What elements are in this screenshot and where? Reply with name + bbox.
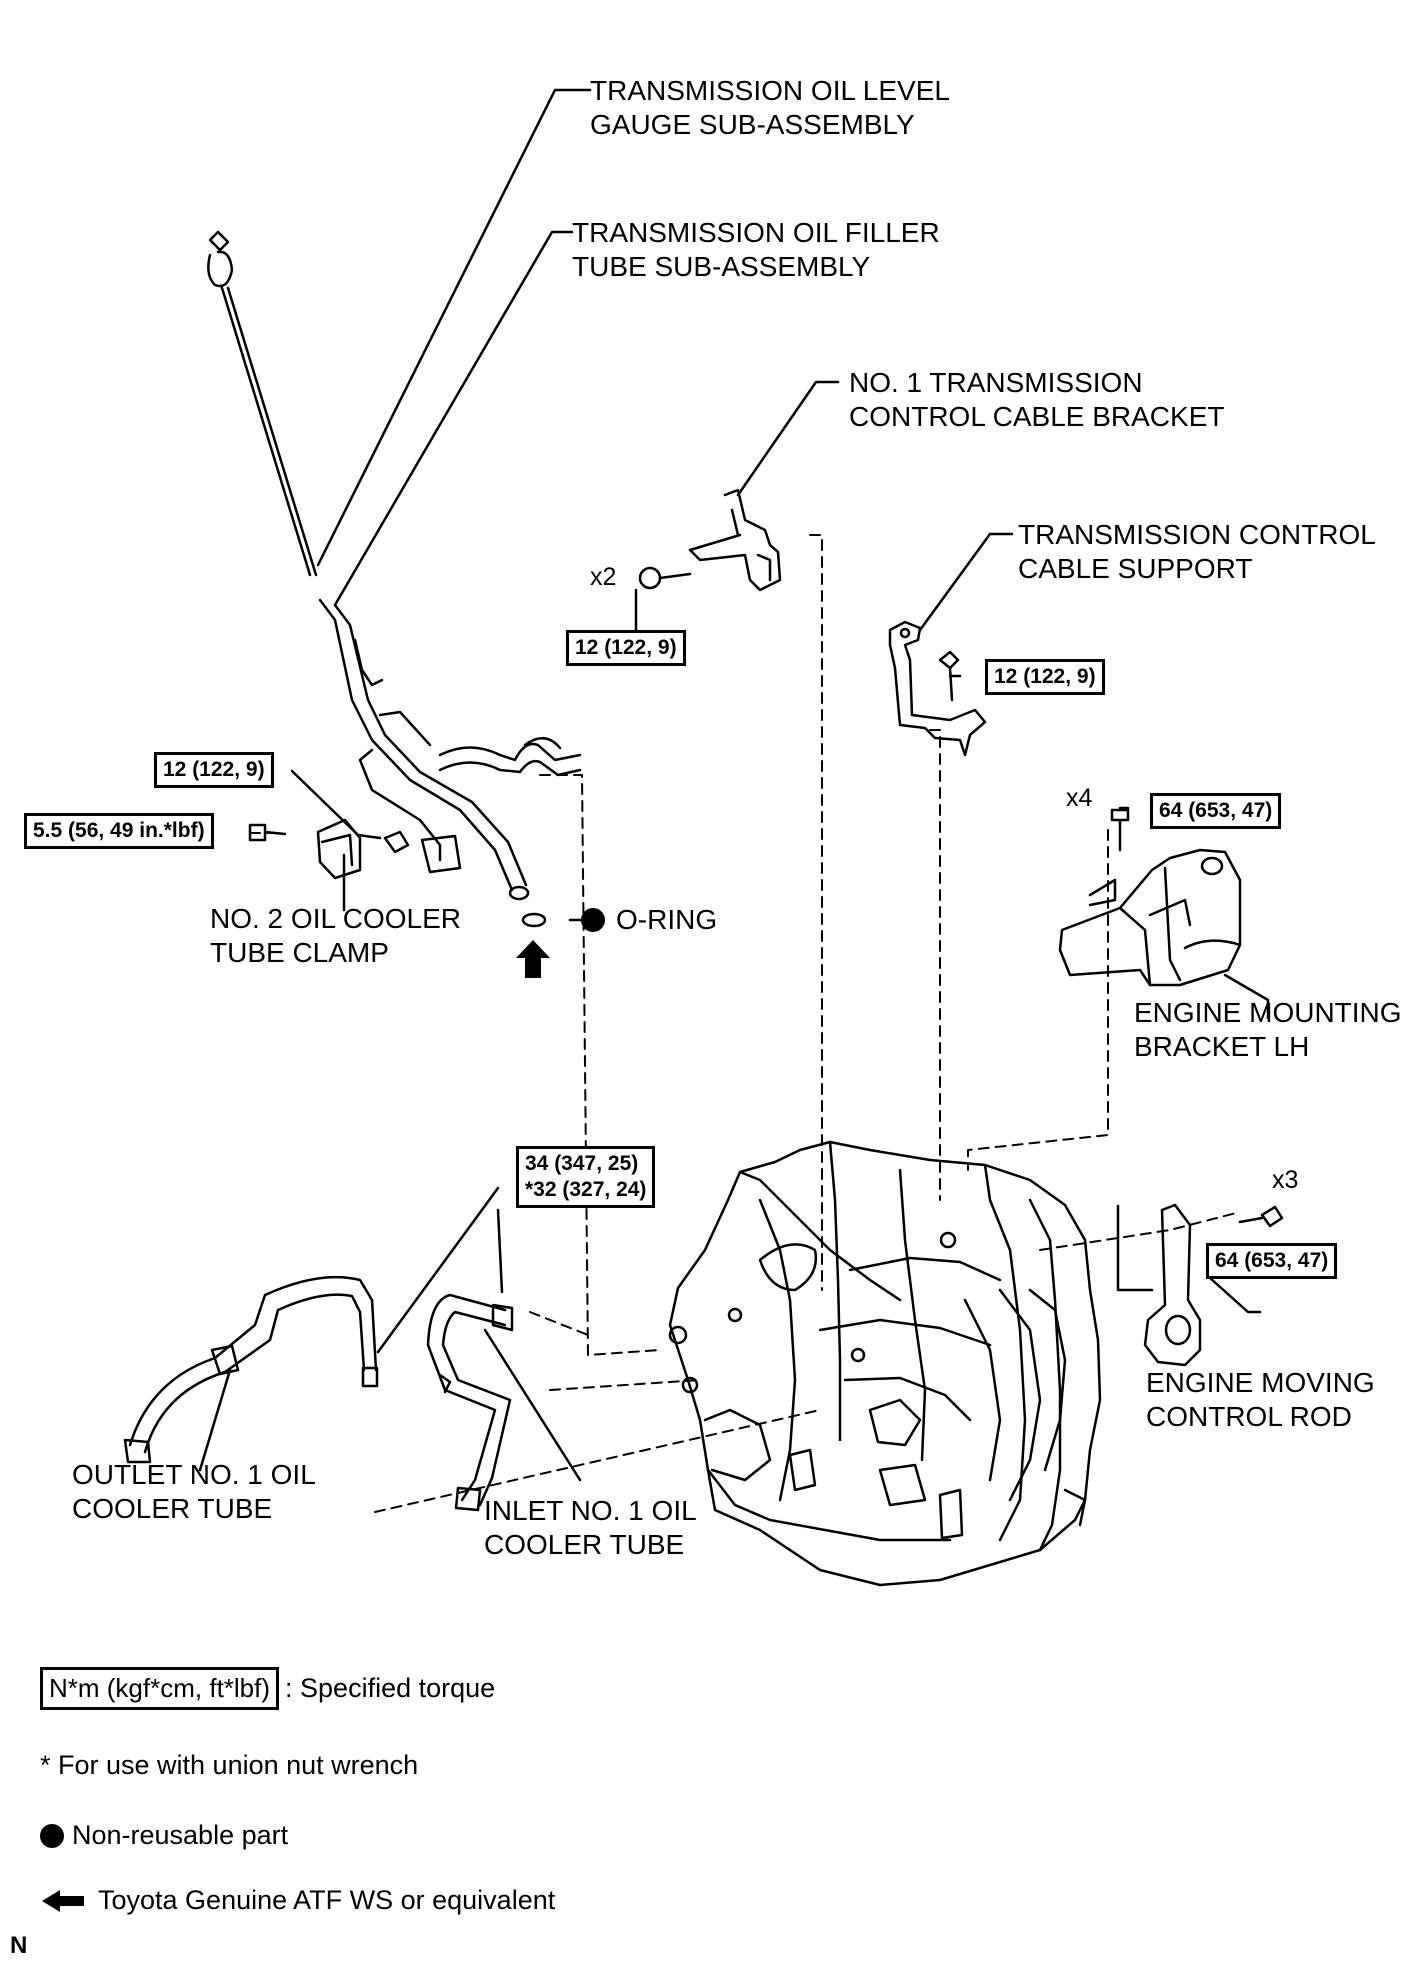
count-mount-bolts: x4 <box>1066 784 1093 812</box>
oil-cooler-clamp-part <box>248 818 410 880</box>
label-inlet-tube: INLET NO. 1 OIL COOLER TUBE <box>484 1495 697 1560</box>
o-ring-part <box>521 912 547 928</box>
label-oil-filler-tube: TRANSMISSION OIL FILLER TUBE SUB-ASSEMBL… <box>572 217 940 282</box>
cable-bracket-part <box>638 488 782 592</box>
label-oil-level-gauge: TRANSMISSION OIL LEVEL GAUGE SUB-ASSEMBL… <box>590 75 950 140</box>
legend-torque-text: : Specified torque <box>285 1673 496 1703</box>
corner-mark: N <box>10 1932 28 1959</box>
non-reusable-dot <box>581 908 605 932</box>
torque-bracket-bolt: 12 (122, 9) <box>566 630 686 666</box>
torque-filler-bolt: 12 (122, 9) <box>154 752 274 788</box>
legend-non-reusable-text: Non-reusable part <box>72 1820 289 1850</box>
legend-atf: Toyota Genuine ATF WS or equivalent <box>40 1885 555 1916</box>
legend-atf-text: Toyota Genuine ATF WS or equivalent <box>98 1885 556 1915</box>
torque-union-nut: 34 (347, 25) *32 (327, 24) <box>516 1146 656 1208</box>
label-outlet-tube: OUTLET NO. 1 OIL COOLER TUBE <box>72 1459 316 1524</box>
torque-support-bolt: 12 (122, 9) <box>985 659 1105 695</box>
leader-lines <box>198 88 1270 1482</box>
legend-union-note: * For use with union nut wrench <box>40 1750 418 1781</box>
count-bracket-bolts: x2 <box>590 563 617 591</box>
torque-rod-bolt: 64 (653, 47) <box>1206 1243 1338 1279</box>
oil-level-gauge-part <box>207 230 318 577</box>
label-cable-bracket: NO. 1 TRANSMISSION CONTROL CABLE BRACKET <box>849 367 1225 432</box>
oil-filler-tube-part <box>318 598 530 901</box>
transaxle-part <box>668 1140 1102 1587</box>
legend-torque: N*m (kgf*cm, ft*lbf) : Specified torque <box>40 1667 495 1710</box>
label-o-ring: O-RING <box>616 904 718 935</box>
inlet-cooler-tube-part <box>426 1293 514 1512</box>
filled-circle-icon <box>40 1823 64 1848</box>
control-rod-part <box>1143 1203 1284 1367</box>
legend-union-text: * For use with union nut wrench <box>40 1750 419 1780</box>
count-rod-bolts: x3 <box>1272 1166 1299 1194</box>
cable-support-part <box>888 620 987 757</box>
label-cable-support: TRANSMISSION CONTROL CABLE SUPPORT <box>1018 519 1376 584</box>
legend-non-reusable: Non-reusable part <box>40 1820 288 1851</box>
legend-torque-box: N*m (kgf*cm, ft*lbf) <box>40 1667 280 1710</box>
torque-mount-bolt: 64 (653, 47) <box>1150 793 1282 829</box>
label-mounting-bracket: ENGINE MOUNTING BRACKET LH <box>1134 997 1402 1062</box>
breather-hose-part <box>438 737 582 777</box>
mounting-bracket-part <box>1058 808 1242 987</box>
outlet-cooler-tube-part <box>123 1275 379 1464</box>
label-moving-rod: ENGINE MOVING CONTROL ROD <box>1146 1367 1375 1432</box>
torque-clamp-bolt: 5.5 (56, 49 in.*lbf) <box>24 813 214 849</box>
label-cooler-clamp: NO. 2 OIL COOLER TUBE CLAMP <box>210 903 462 968</box>
atf-arrow-icon <box>516 940 550 978</box>
left-arrow-icon <box>42 1889 84 1912</box>
